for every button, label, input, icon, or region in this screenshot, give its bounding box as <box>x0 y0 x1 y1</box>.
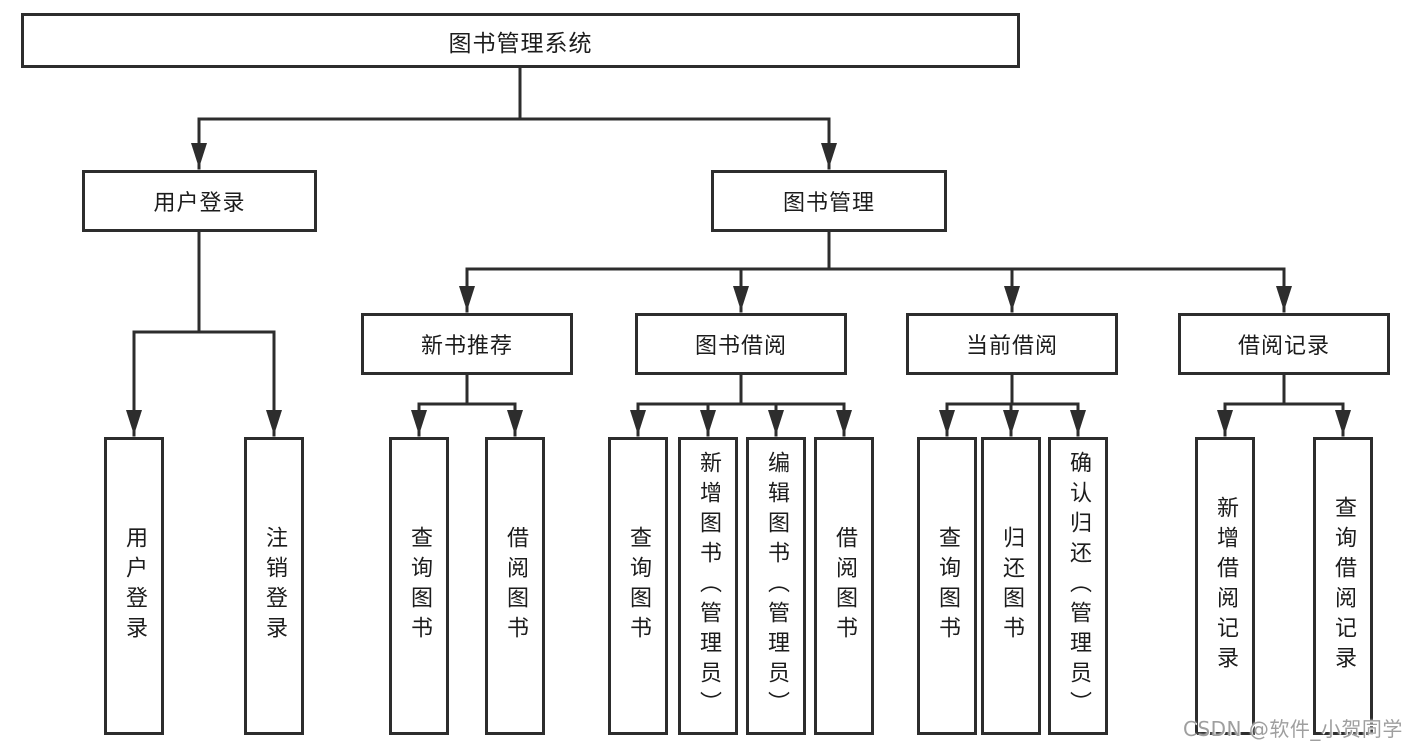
node-borrowing-records: 借阅记录 <box>1178 313 1390 375</box>
node-book-borrowing: 图书借阅 <box>635 313 847 375</box>
node-label: 查询图书 <box>935 526 960 646</box>
node-book-management-branch: 图书管理 <box>711 170 947 232</box>
node-leaf-edit-book-admin: 编辑图书（管理员） <box>746 437 806 735</box>
node-current-borrowing: 当前借阅 <box>906 313 1118 375</box>
node-label: 编辑图书（管理员） <box>764 451 789 721</box>
node-leaf-query-books-borrowing: 查询图书 <box>608 437 668 735</box>
node-label: 新增图书（管理员） <box>696 451 721 721</box>
node-leaf-add-book-admin: 新增图书（管理员） <box>678 437 738 735</box>
node-label: 查询借阅记录 <box>1331 496 1356 676</box>
node-label: 新增借阅记录 <box>1213 496 1238 676</box>
node-leaf-add-borrow-record: 新增借阅记录 <box>1195 437 1255 735</box>
node-leaf-query-books-current: 查询图书 <box>917 437 977 735</box>
node-leaf-logout: 注销登录 <box>244 437 304 735</box>
node-leaf-confirm-return-admin: 确认归还（管理员） <box>1048 437 1108 735</box>
csdn-watermark: CSDN @软件_小贺同学 <box>1183 717 1403 741</box>
node-leaf-query-borrow-record: 查询借阅记录 <box>1313 437 1373 735</box>
node-label: 用户登录 <box>122 526 147 646</box>
node-label: 借阅图书 <box>503 526 528 646</box>
node-library-management-system: 图书管理系统 <box>21 13 1020 68</box>
node-leaf-query-books-recommend: 查询图书 <box>389 437 449 735</box>
node-label: 归还图书 <box>999 526 1024 646</box>
node-label: 查询图书 <box>626 526 651 646</box>
node-leaf-return-books: 归还图书 <box>981 437 1041 735</box>
node-new-book-recommendation: 新书推荐 <box>361 313 573 375</box>
node-leaf-borrow-books-borrowing: 借阅图书 <box>814 437 874 735</box>
node-label: 借阅图书 <box>832 526 857 646</box>
node-user-login-branch: 用户登录 <box>82 170 317 232</box>
node-leaf-user-login: 用户登录 <box>104 437 164 735</box>
node-label: 查询图书 <box>407 526 432 646</box>
node-leaf-borrow-books-recommend: 借阅图书 <box>485 437 545 735</box>
node-label: 确认归还（管理员） <box>1066 451 1091 721</box>
node-label: 注销登录 <box>262 526 287 646</box>
